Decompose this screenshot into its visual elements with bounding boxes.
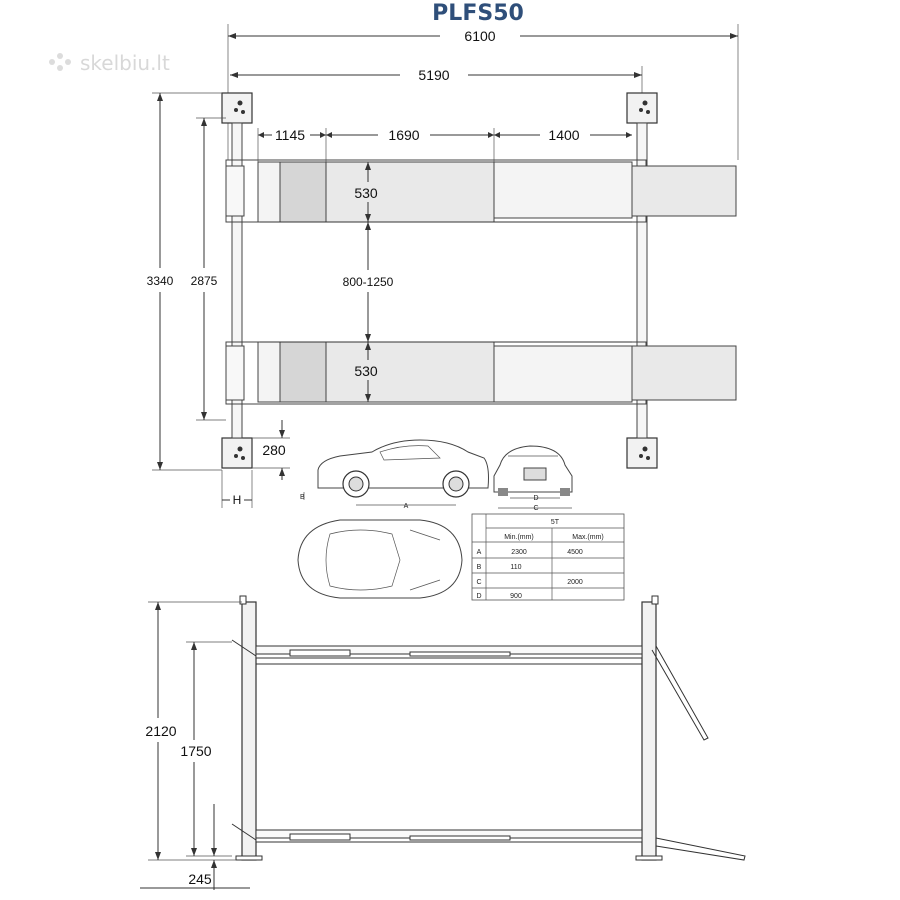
- post-top-right: [626, 92, 658, 124]
- top-view: 6100 5190 1145 1690 1400: [147, 24, 739, 508]
- dim-segment-2: 1690: [388, 127, 419, 143]
- dim-lift-height: 1750: [180, 743, 211, 759]
- page-title: PLFS50: [432, 1, 524, 26]
- post-bottom-left: [221, 437, 253, 469]
- spec-table: 5T Min.(mm) Max.(mm) A 2300 4500 B 110 C…: [471, 513, 625, 601]
- car-front-view: D C: [493, 445, 573, 512]
- spec-row-max: 4500: [567, 549, 583, 556]
- car-label-c: C: [533, 505, 538, 512]
- post-bottom-right: [626, 437, 658, 469]
- dim-total-height: 2120: [145, 723, 176, 739]
- dim-track-width-upper: 530: [354, 185, 378, 201]
- spec-row-key: A: [477, 549, 482, 556]
- upper-runway: [225, 161, 737, 223]
- car-label-a: A: [404, 503, 409, 510]
- dim-track-gap: 800-1250: [343, 275, 394, 289]
- dim-segment-1: 1145: [275, 127, 305, 143]
- post-top-left: [221, 92, 253, 124]
- dim-post-offset: 280: [262, 442, 286, 458]
- car-label-d: D: [533, 495, 538, 502]
- spec-header-min: Min.(mm): [504, 534, 534, 541]
- spec-row-key: C: [476, 579, 481, 586]
- spec-row-min: 2300: [511, 549, 527, 556]
- spec-row-key: B: [477, 564, 482, 571]
- watermark-text: skelbiu.lt: [80, 51, 170, 75]
- side-post-left: [241, 601, 257, 861]
- dim-total-width: 3340: [147, 274, 174, 288]
- spec-row-min: 110: [510, 564, 521, 571]
- dim-segment-3: 1400: [548, 127, 579, 143]
- spec-row-min: 900: [510, 593, 522, 600]
- dim-track-width-lower: 530: [354, 363, 378, 379]
- car-top-view: [297, 519, 463, 599]
- side-view: 2120 1750 245: [140, 595, 746, 890]
- dim-min-height: 245: [188, 871, 212, 887]
- dim-post-foot: H: [233, 493, 242, 507]
- side-platform-lower: [231, 823, 643, 843]
- car-label-b: B: [300, 494, 305, 501]
- dim-inner-width: 2875: [191, 274, 218, 288]
- dim-post-spacing: 5190: [418, 67, 449, 83]
- spec-table-title: 5T: [551, 519, 560, 526]
- watermark: skelbiu.lt: [49, 51, 170, 75]
- car-side-view: A B: [300, 439, 489, 510]
- spec-row-max: 2000: [567, 579, 583, 586]
- side-platform-upper: [231, 639, 643, 665]
- side-post-right: [641, 601, 657, 861]
- lower-runway: [225, 341, 737, 403]
- spec-header-max: Max.(mm): [572, 534, 604, 541]
- spec-row-key: D: [476, 593, 481, 600]
- dim-total-length: 6100: [464, 28, 495, 44]
